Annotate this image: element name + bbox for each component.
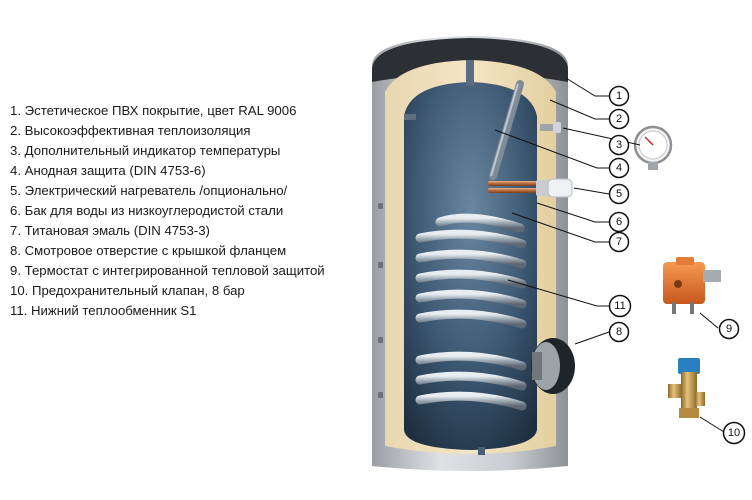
legend-item-3: 3. Дополнительный индикатор температуры: [10, 143, 281, 158]
callout-9-label: 9: [726, 323, 732, 335]
callout-3-label: 3: [616, 139, 622, 151]
callout-2: 2: [608, 108, 630, 130]
electric-heater: [488, 178, 573, 198]
legend-item-9: 9. Термостат с интегрированной тепловой …: [10, 263, 325, 278]
callout-4-label: 4: [616, 162, 622, 174]
callout-8: 8: [608, 321, 630, 343]
legend-list: 1. Эстетическое ПВХ покрытие, цвет RAL 9…: [10, 101, 355, 321]
leader-lines: [494, 77, 725, 433]
callout-9: 9: [718, 318, 740, 340]
safety-valve: [668, 358, 705, 418]
callout-1-label: 1: [616, 90, 622, 102]
legend-item-1: 1. Эстетическое ПВХ покрытие, цвет RAL 9…: [10, 103, 297, 118]
callout-11: 11: [608, 294, 632, 318]
legend-item-4: 4. Анодная защита (DIN 4753-6): [10, 163, 206, 178]
callout-5-label: 5: [616, 188, 622, 200]
callout-6: 6: [608, 211, 630, 233]
callout-7-label: 7: [616, 236, 622, 248]
legend-item-10: 10. Предохранительный клапан, 8 бар: [10, 283, 245, 298]
callout-11-label: 11: [614, 300, 625, 312]
heat-exchanger-coil: [415, 213, 527, 411]
thermometer-dial: [633, 125, 673, 170]
inspection-flange: [531, 338, 575, 394]
callout-8-label: 8: [616, 326, 622, 338]
legend-item-8: 8. Смотровое отверстие с крышкой фланцем: [10, 243, 287, 258]
callout-5: 5: [608, 183, 630, 205]
legend-item-2: 2. Высокоэффективная теплоизоляция: [10, 123, 251, 138]
callout-3: 3: [608, 134, 630, 156]
callout-2-label: 2: [616, 113, 622, 125]
thermometer-stem: [540, 122, 561, 133]
callout-7: 7: [608, 231, 630, 253]
callout-10: 10: [722, 421, 746, 445]
callout-10-label: 10: [728, 427, 740, 439]
callout-4: 4: [608, 157, 630, 179]
callout-6-label: 6: [616, 216, 622, 228]
legend-item-11: 11. Нижний теплообменник S1: [10, 303, 197, 318]
anode-rod: [489, 80, 524, 180]
legend-item-5: 5. Электрический нагреватель /опциональн…: [10, 183, 288, 198]
legend-item-7: 7. Титановая эмаль (DIN 4753-3): [10, 223, 210, 238]
legend-item-6: 6. Бак для воды из низкоуглеродистой ста…: [10, 203, 284, 218]
thermostat: [663, 257, 721, 314]
callout-1: 1: [608, 85, 630, 107]
